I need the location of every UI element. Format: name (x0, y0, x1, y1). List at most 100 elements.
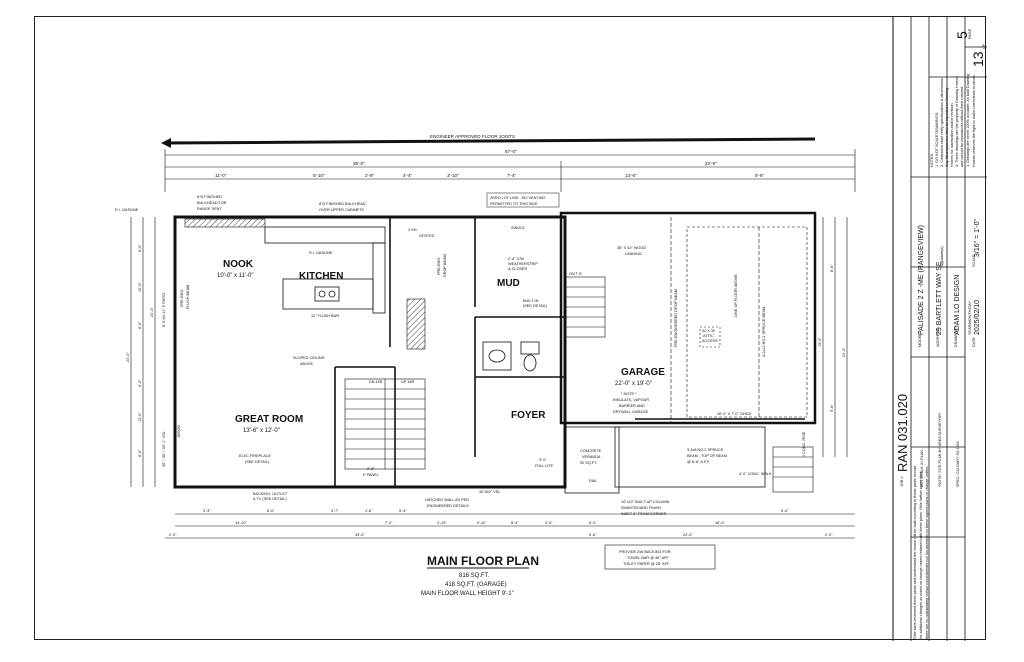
note-single: SINGLE (511, 226, 525, 230)
note-spruce-top-3: @ 8'-8" A.F.F. (687, 460, 710, 464)
dim-bot1-1: 3'-3" (203, 509, 211, 513)
note-zero-lot-1: ZERO LOT LINE - NO VENTING (490, 196, 545, 200)
note-insulate-3: BARRIER AND (619, 404, 645, 408)
room-garage-name: GARAGE (621, 367, 665, 378)
note-conc-walk: 4'-0" CONC. WALK (739, 472, 772, 476)
dim-top-right: 22'-9" (705, 161, 717, 166)
tb-note-4: Homes for clarification and/or revision. (950, 102, 954, 167)
note-insulate-4: DRYWALL GARAGE (613, 410, 649, 414)
note-column-2: SMARTBOARD FINISH (621, 506, 661, 510)
garage-stairs (564, 276, 606, 338)
dim-top-left: 35'-0" (353, 161, 365, 166)
room-great-size: 13'-6" x 12'-0" (243, 428, 280, 434)
plan-area-main: 816 SQ.FT. (459, 573, 490, 579)
drawing-sheet: ENGINEER APPROVED FLOOR JOISTS 57'-0" 35… (34, 16, 987, 641)
note-hatched-1: HATCHED WALL AS PER (425, 498, 469, 502)
right-dimensions (822, 217, 848, 457)
note-veranda-3: 30 SQ.FT. (580, 461, 597, 465)
tb-note-3: Any discrepancies shall be reported to D… (945, 88, 949, 167)
note-shelves: 4 SH. (408, 228, 418, 232)
backing-box-line-3: TOILET PAPER @ 26" AFF (623, 562, 670, 566)
plan-area-garage: 418 SQ.FT. (GARAGE) (445, 582, 507, 588)
note-vsl-bottom: 30"x60" VSL (479, 490, 500, 494)
note-bulkhead-cab-2: OVER UPPER CABINETS (319, 208, 364, 212)
tb-address: 29 BARTLETT WAY SE (936, 261, 943, 335)
note-spruce-top-1: 3-2x8 NO.2 SPRUCE (687, 448, 724, 452)
tb-scale: 3/16" = 1'-0" (974, 218, 981, 257)
floor-joist-note: ENGINEER APPROVED FLOOR JOISTS (430, 134, 515, 139)
dim-bot1-3: 3'-7" (331, 509, 339, 513)
room-kitchen-name: KITCHEN (299, 271, 343, 282)
dim-right-2: 19'-0" (818, 337, 822, 347)
note-wood-landing-1: 36" X 42" WOOD (617, 246, 646, 250)
dim-seg-1: 11'-0" (215, 173, 227, 178)
plan-title: MAIN FLOOR PLAN (427, 554, 539, 568)
garage-lines (614, 217, 808, 488)
note-wood-landing-2: LANDING (625, 252, 642, 256)
dim-right-1: 8'-6" (830, 264, 834, 272)
veranda (564, 426, 620, 494)
backing-box (604, 544, 716, 570)
dim-left-3: 6'-0" (138, 321, 142, 329)
note-veranda-2: VERANDA (582, 455, 601, 459)
note-weatherstrip-2: WEATHERSTRIP (508, 262, 538, 266)
dim-seg-3: 2'-8" (365, 173, 375, 178)
disclaimer-line-2: for additional changes as noted on chang… (919, 471, 923, 639)
note-on-dn: DN 15R (369, 380, 383, 384)
note-insulate-1: * NOTE * (621, 392, 637, 396)
backing-box-line-1: PROVIDE 2x6 BACKING FOR: (619, 550, 672, 554)
tb-notes: NOTES: 1. DO NOT SCALE DRAWINGS. 2. Cont… (930, 74, 976, 167)
room-nook-size: 10'-0" x 11'-0" (217, 273, 253, 279)
tb-page-label: PAGE (968, 28, 972, 39)
interior-walls (334, 217, 565, 487)
note-fireplace-1: ELEC FIREPLACE (239, 454, 272, 458)
dim-right-3: 24'-0" (842, 347, 846, 357)
note-ohgd: 16'-0" X 7'-0" OHGD (717, 412, 752, 416)
note-sloped-1: SLOPED CEILING (293, 356, 325, 360)
dim-bot2-1: 14'-10" (235, 521, 247, 525)
backing-box-line-2: TOWEL BAR @ 48" AFF (627, 556, 669, 560)
note-bulkhead-range-2: BULKHEAD FOR (197, 201, 227, 205)
disclaimer-line-1: I/We have reviewed these plans and under… (913, 465, 917, 639)
note-ri-gasline-left: R.I. GASLINE (115, 208, 139, 212)
note-on-tr: ON T R (569, 272, 582, 276)
tb-date: 2025/02/10 (974, 300, 981, 335)
note-bulkhead-range-3: RANGE VENT (197, 207, 222, 211)
note-fireplace-2: (SEE DETAIL) (245, 460, 270, 464)
dim-bot2-5: 8'-4" (511, 521, 519, 525)
note-flush-bar: 12" FLUSH BAR (311, 314, 339, 318)
tb-note-1: 1. DO NOT SCALE DRAWINGS. (935, 112, 939, 167)
dim-seg-4: 4'-4" (403, 173, 413, 178)
tb-scale-label: SCALE (972, 254, 976, 267)
note-flush-beam-2: FLUSH BEAM (186, 285, 190, 309)
front-steps (772, 446, 814, 493)
dim-seg-7: 13'-6" (625, 173, 637, 178)
tb-site-note: *NOTE: SITE PLAN BY AREA SURVEYOR* (938, 412, 942, 487)
tb-model-label: MODEL (918, 333, 922, 347)
tb-note-6: and cannot be reproduced without their c… (960, 86, 964, 167)
note-hatched-2: ENGINEERED DETAILS (427, 504, 469, 508)
tb-signature-label: Signature(s) (940, 246, 944, 267)
dim-bot2-3: 2'-10" (437, 521, 447, 525)
note-spruce-top-2: BEAM - TOP OF BEAM (687, 454, 727, 458)
note-backing-2: & TV (SEE DETAIL) (253, 497, 287, 501)
dim-bot2-7: 6'-6" (589, 533, 597, 537)
note-flush-beam-1: PRE-ENG. (180, 289, 184, 307)
note-column-1: 10"x10" BUILT-UP COLUMN (621, 500, 670, 504)
dim-bot3-1: 2'-0" (169, 533, 177, 537)
tb-of-label: OF (982, 43, 986, 49)
dim-bot1-7: 6'-0" (781, 509, 789, 513)
dim-bot3-4: 2'-0" (825, 533, 833, 537)
note-full-lite-1: 3'-0" (539, 458, 547, 462)
dim-left-1: 6'-0" (138, 244, 142, 252)
tb-job-number: RAN 031.020 (895, 394, 910, 472)
dim-overall-top: 57'-0" (505, 149, 517, 154)
note-drop-beam: PRE-ENGINEERED DROP BEAM (674, 289, 678, 347)
note-ri-gasline-kitchen: R.I. GASLINE (309, 251, 333, 255)
note-drop-beam-mid-1: PRE-ENG. (437, 257, 441, 275)
tb-date-label: DATE (972, 337, 976, 347)
kitchen-counters (264, 226, 386, 314)
note-rail: RAIL (589, 479, 597, 483)
tb-address-label: ADDRESS (936, 328, 940, 347)
dim-left-8: 24'-0" (150, 307, 154, 317)
